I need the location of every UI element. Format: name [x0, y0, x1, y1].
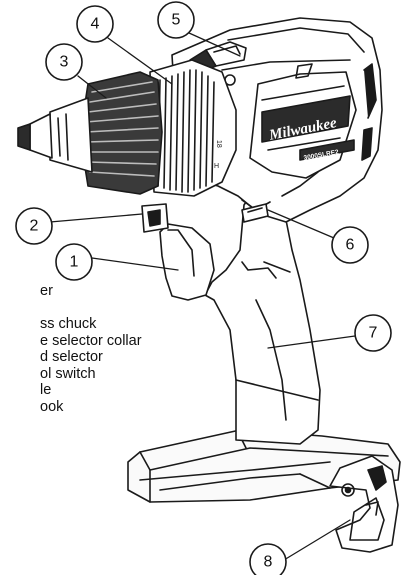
collar-mark-bottom: H [214, 163, 219, 170]
legend-item: d selector [40, 349, 103, 365]
callout-5-circle [157, 1, 195, 39]
callout-4-circle [76, 5, 114, 43]
callout-2-number: 2 [30, 218, 39, 235]
forward-reverse-switch [241, 203, 269, 223]
legend-item: ook [40, 398, 64, 415]
callout-2-circle [15, 207, 53, 245]
logo-panel [261, 95, 355, 161]
legend-item: ss chuck [40, 316, 97, 332]
leader-lines [49, 27, 356, 561]
callout-3-number: 3 [60, 54, 69, 71]
callout-6-number: 6 [346, 237, 355, 254]
callout-1-circle [55, 243, 93, 281]
collar-mark-top: 18 [215, 140, 222, 148]
callout-7-number: 7 [369, 325, 378, 342]
callout-5-number: 5 [172, 12, 181, 29]
callout-3-circle [45, 43, 83, 81]
callout-8-circle [249, 543, 287, 575]
parts-legend: er ss chuck e selector collar d selector… [40, 283, 142, 415]
legend-item: e selector collar [40, 332, 142, 349]
handle [204, 189, 321, 445]
chuck [17, 71, 163, 195]
legend-item: le [40, 382, 52, 398]
callout-6-circle [331, 226, 369, 264]
callout-1-number: 1 [70, 254, 79, 271]
trigger-area [141, 203, 215, 301]
legend-item: er [40, 283, 53, 299]
torque-collar [149, 59, 237, 197]
legend-item [40, 300, 142, 317]
belt-hook [329, 455, 399, 553]
callout-7-circle [354, 314, 392, 352]
legend-item: ol switch [40, 365, 96, 382]
callout-8-number: 8 [264, 554, 273, 571]
callout-4-number: 4 [91, 16, 100, 33]
